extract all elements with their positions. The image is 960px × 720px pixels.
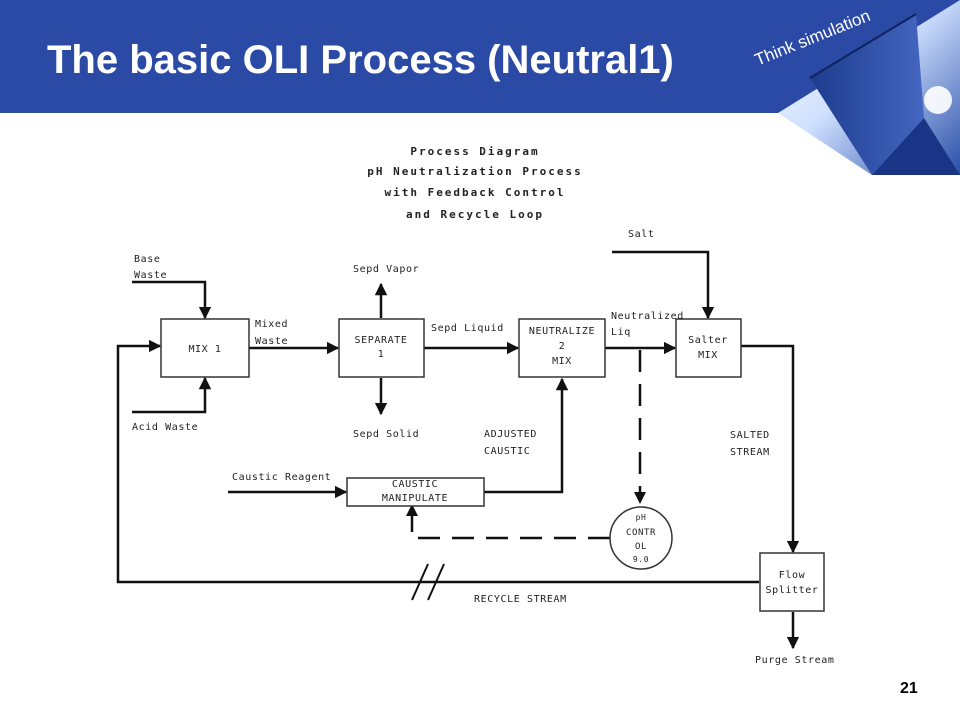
recycle-stream-label: RECYCLE STREAM xyxy=(474,594,567,605)
control-label-3: OL xyxy=(635,542,647,552)
salter-label-1: Salter xyxy=(688,335,728,346)
sepd-vapor-label: Sepd Vapor xyxy=(353,264,419,275)
slide-header: The basic OLI Process (Neutral1) xyxy=(0,0,960,113)
heading-line-1: Process Diagram xyxy=(410,145,539,158)
door-logo-icon xyxy=(778,0,960,175)
control-signal-out xyxy=(410,510,610,540)
adjusted-caustic-stream xyxy=(484,377,569,494)
salter-block xyxy=(675,318,742,378)
control-label-1: pH xyxy=(636,513,647,522)
salt-stream xyxy=(612,250,715,320)
recycle-stream-line xyxy=(116,339,759,584)
heading-line-2: pH Neutralization Process xyxy=(367,165,583,178)
neutralize-label-1: NEUTRALIZE xyxy=(529,326,595,337)
salt-label: Salt xyxy=(628,229,654,240)
mix1-block xyxy=(160,318,250,378)
base-waste-label-2: Waste xyxy=(134,270,167,281)
heading-line-4: and Recycle Loop xyxy=(406,208,544,221)
splitter-label-1: Flow xyxy=(779,570,806,581)
diagram-heading: Process Diagram pH Neutralization Proces… xyxy=(367,145,583,221)
salter-label-2: MIX xyxy=(698,350,718,361)
slide-title: The basic OLI Process (Neutral1) xyxy=(47,38,674,82)
caustic-label-2: MANIPULATE xyxy=(382,493,448,504)
control-label-2: CONTR xyxy=(626,528,656,538)
mixed-waste-label-1: Mixed xyxy=(255,319,288,330)
caustic-block xyxy=(346,477,485,507)
ph-control-block xyxy=(609,506,673,570)
separate-block xyxy=(338,318,425,378)
mixed-waste-label-2: Waste xyxy=(255,336,288,347)
adjusted-caustic-label-2: CAUSTIC xyxy=(484,446,530,457)
heading-line-3: with Feedback Control xyxy=(384,186,565,199)
salted-stream-label-1: SALTED xyxy=(730,430,770,441)
acid-waste-label: Acid Waste xyxy=(132,422,198,433)
separate-label-2: 1 xyxy=(378,349,385,360)
splitter-block xyxy=(759,552,825,612)
caustic-reagent-label: Caustic Reagent xyxy=(232,472,331,483)
sepd-liquid-label: Sepd Liquid xyxy=(431,323,504,334)
sepd-solid-label: Sepd Solid xyxy=(353,429,419,440)
separate-label-1: SEPARATE xyxy=(355,335,408,346)
page-number: 21 xyxy=(900,680,918,697)
control-label-4: 9.0 xyxy=(633,555,649,564)
adjusted-caustic-label-1: ADJUSTED xyxy=(484,429,537,440)
acid-waste-stream xyxy=(132,376,212,414)
neutralize-label-2: 2 xyxy=(559,341,566,352)
salted-stream-line xyxy=(741,344,800,554)
base-waste-stream xyxy=(132,280,212,320)
purge-stream-label: Purge Stream xyxy=(755,655,834,666)
neutralized-label-2: Liq xyxy=(611,327,631,338)
mix1-label: MIX 1 xyxy=(188,344,221,355)
splitter-label-2: Splitter xyxy=(766,585,819,596)
caustic-label-1: CAUSTIC xyxy=(392,479,438,490)
base-waste-label-1: Base xyxy=(134,254,160,265)
salted-stream-label-2: STREAM xyxy=(730,447,770,458)
neutralize-label-3: MIX xyxy=(552,356,572,367)
neutralize-block xyxy=(518,318,606,378)
neutralized-label-1: Neutralized xyxy=(611,311,684,322)
